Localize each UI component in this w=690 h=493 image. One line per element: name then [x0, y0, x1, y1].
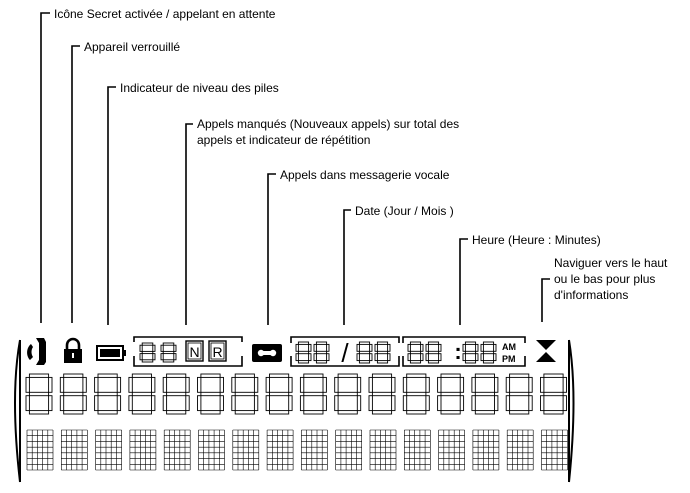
main-digit: [505, 373, 533, 415]
main-digit: [540, 373, 567, 415]
dot-matrix-row: [26, 429, 568, 471]
leader-time: [459, 238, 468, 325]
time-digits: [407, 341, 497, 364]
main-digit: [334, 373, 362, 415]
callout-labels: Icône Secret activée / appelant en atten…: [54, 7, 668, 302]
matrix-cell: [335, 429, 363, 471]
lock-icon: [64, 337, 82, 363]
leader-voicemail: [267, 173, 276, 325]
matrix-cell: [60, 429, 88, 471]
main-digit: [94, 373, 122, 415]
missed-call-group: N R: [133, 336, 243, 367]
matrix-cell: [95, 429, 122, 471]
am-indicator: AM: [502, 342, 516, 352]
main-digit: [128, 373, 156, 415]
lcd-outline: [14, 339, 575, 483]
date-digit: [295, 341, 312, 364]
repeat-badge-box: [208, 340, 227, 362]
missed-digits: [139, 342, 177, 363]
matrix-cell: [541, 429, 568, 471]
main-digit: [25, 373, 53, 415]
missed-digit: [160, 342, 177, 363]
matrix-cell: [232, 429, 260, 471]
time-digit: [462, 341, 479, 364]
date-digit: [356, 341, 373, 364]
leader-navigate: [541, 278, 550, 322]
label-navigate-line2: ou le bas pour plus: [554, 272, 655, 286]
label-voicemail: Appels dans messagerie vocale: [280, 168, 450, 182]
main-digit: [265, 373, 293, 415]
main-digit: [162, 373, 190, 415]
label-battery: Indicateur de niveau des piles: [120, 81, 279, 95]
matrix-cell: [301, 429, 328, 471]
matrix-cell: [403, 429, 431, 471]
new-badge: N: [189, 344, 199, 360]
main-digit: [59, 373, 87, 415]
matrix-cell: [163, 429, 191, 471]
navigate-triangle-icon: [536, 340, 556, 362]
repeat-badge: R: [212, 344, 222, 360]
date-digit: [374, 341, 391, 364]
main-digit: [402, 373, 430, 415]
label-date: Date (Jour / Mois ): [355, 204, 454, 218]
new-badge-box: [185, 340, 204, 362]
matrix-cell: [472, 429, 500, 471]
time-digit: [480, 341, 497, 364]
matrix-cell: [266, 429, 294, 471]
leader-lock: [71, 45, 80, 323]
matrix-cell: [369, 429, 397, 471]
date-group: /: [290, 336, 400, 368]
main-digit: [471, 373, 499, 415]
label-missed-line1: Appels manqués (Nouveaux appels) sur tot…: [197, 117, 459, 131]
main-digit: [437, 373, 465, 415]
leader-missed: [185, 123, 193, 325]
time-separator: :: [454, 339, 461, 364]
main-digit: [299, 373, 327, 415]
time-group: : AM PM: [402, 336, 526, 367]
voicemail-tape-icon: [252, 344, 282, 362]
matrix-cell: [506, 429, 534, 471]
label-navigate-line1: Naviguer vers le haut: [554, 256, 668, 270]
main-digit: [368, 373, 396, 415]
matrix-cell: [438, 429, 465, 471]
leader-date: [343, 209, 351, 325]
leader-lines: [40, 12, 550, 325]
handset-icon: [27, 338, 46, 365]
main-digit: [197, 373, 224, 415]
main-digit: [231, 373, 259, 415]
missed-digit: [139, 342, 156, 363]
label-lock: Appareil verrouillé: [84, 40, 180, 54]
leader-secret: [40, 12, 50, 323]
matrix-cell: [26, 429, 54, 471]
pm-indicator: PM: [502, 354, 516, 364]
time-digit: [425, 341, 442, 364]
label-navigate-line3: d'informations: [554, 288, 628, 302]
matrix-cell: [198, 429, 225, 471]
label-secret: Icône Secret activée / appelant en atten…: [54, 7, 276, 21]
date-separator: /: [341, 338, 349, 368]
label-time: Heure (Heure : Minutes): [472, 233, 601, 247]
leader-battery: [107, 86, 116, 325]
time-digit: [407, 341, 424, 364]
battery-icon: [96, 345, 126, 361]
date-digit: [313, 341, 330, 364]
date-digits: [295, 341, 391, 364]
label-missed-line2: appels et indicateur de répétition: [197, 133, 370, 147]
main-digit-row: [25, 373, 567, 415]
matrix-cell: [129, 429, 157, 471]
